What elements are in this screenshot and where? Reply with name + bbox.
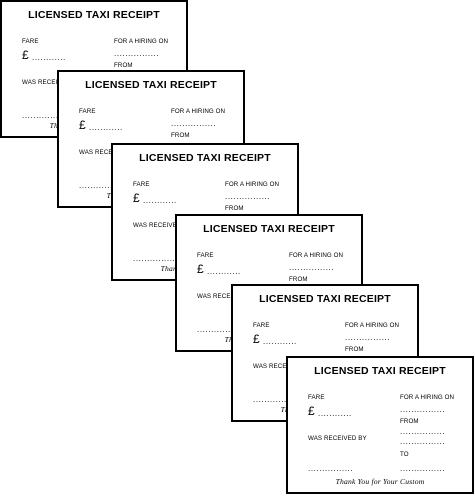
signature-blank: ................ [133, 254, 179, 263]
fare-label: FARE [79, 108, 96, 115]
from-label: FROM [114, 62, 133, 69]
hiring-date-blank: ................ [400, 405, 446, 414]
receipt-title: LICENSED TAXI RECEIPT [259, 293, 391, 305]
pound-sign: £ [308, 404, 315, 418]
to-label: TO [400, 451, 409, 458]
fare-blank: ............ [89, 123, 123, 132]
fare-label: FARE [253, 322, 270, 329]
fare-label: FARE [22, 38, 39, 45]
to-blank: ................ [400, 464, 446, 473]
received-by-label: WAS RECEIVED BY [133, 222, 192, 229]
hiring-label: FOR A HIRING ON [171, 108, 226, 115]
receipt-title: LICENSED TAXI RECEIPT [28, 9, 160, 21]
from-blank: ................ [400, 427, 446, 436]
hiring-label: FOR A HIRING ON [114, 38, 169, 45]
fare-label: FARE [308, 394, 325, 401]
signature-blank: ................ [22, 111, 68, 120]
hiring-label: FOR A HIRING ON [225, 181, 280, 188]
from-label: FROM [345, 346, 364, 353]
received-by-label: WAS RECEIVED BY [308, 435, 367, 442]
received-by-label: WAS RECEIVED BY [197, 293, 256, 300]
hiring-date-blank: ................ [289, 263, 335, 272]
signature-blank: ................ [308, 464, 354, 473]
hiring-date-blank: ................ [171, 119, 217, 128]
hiring-date-blank: ................ [114, 49, 160, 58]
hiring-label: FOR A HIRING ON [345, 322, 400, 329]
fare-blank: ............ [318, 409, 352, 418]
hiring-label: FOR A HIRING ON [289, 252, 344, 259]
fare-blank: ............ [207, 267, 241, 276]
taxi-receipt-6: LICENSED TAXI RECEIPT FARE £ ...........… [286, 356, 474, 494]
pound-sign: £ [79, 118, 86, 132]
signature-blank: ................ [197, 325, 243, 334]
fare-label: FARE [133, 181, 150, 188]
hiring-date-blank: ................ [225, 192, 271, 201]
from-label: FROM [400, 418, 419, 425]
pound-sign: £ [253, 332, 260, 346]
pound-sign: £ [22, 48, 29, 62]
signature-blank: ................ [79, 181, 125, 190]
received-by-label: WAS RECEIVED BY [253, 363, 312, 370]
fare-blank: ............ [143, 196, 177, 205]
fare-blank: ............ [263, 337, 297, 346]
pound-sign: £ [197, 262, 204, 276]
receipt-title: LICENSED TAXI RECEIPT [85, 79, 217, 91]
received-by-label: WAS RECEIVED BY [79, 149, 138, 156]
pound-sign: £ [133, 191, 140, 205]
received-blank: ................ [400, 437, 446, 446]
receipt-title: LICENSED TAXI RECEIPT [203, 223, 335, 235]
hiring-label: FOR A HIRING ON [400, 394, 455, 401]
fare-blank: ............ [32, 53, 66, 62]
signature-blank: ................ [253, 395, 299, 404]
thank-you-line: Thank You for Your Custom [335, 477, 425, 486]
from-label: FROM [225, 205, 244, 212]
receipt-title: LICENSED TAXI RECEIPT [139, 152, 271, 164]
hiring-date-blank: ................ [345, 333, 391, 342]
fare-label: FARE [197, 252, 214, 259]
from-label: FROM [289, 276, 308, 283]
received-by-label: WAS RECEIVED BY [22, 79, 81, 86]
from-label: FROM [171, 132, 190, 139]
receipt-title: LICENSED TAXI RECEIPT [314, 365, 446, 377]
